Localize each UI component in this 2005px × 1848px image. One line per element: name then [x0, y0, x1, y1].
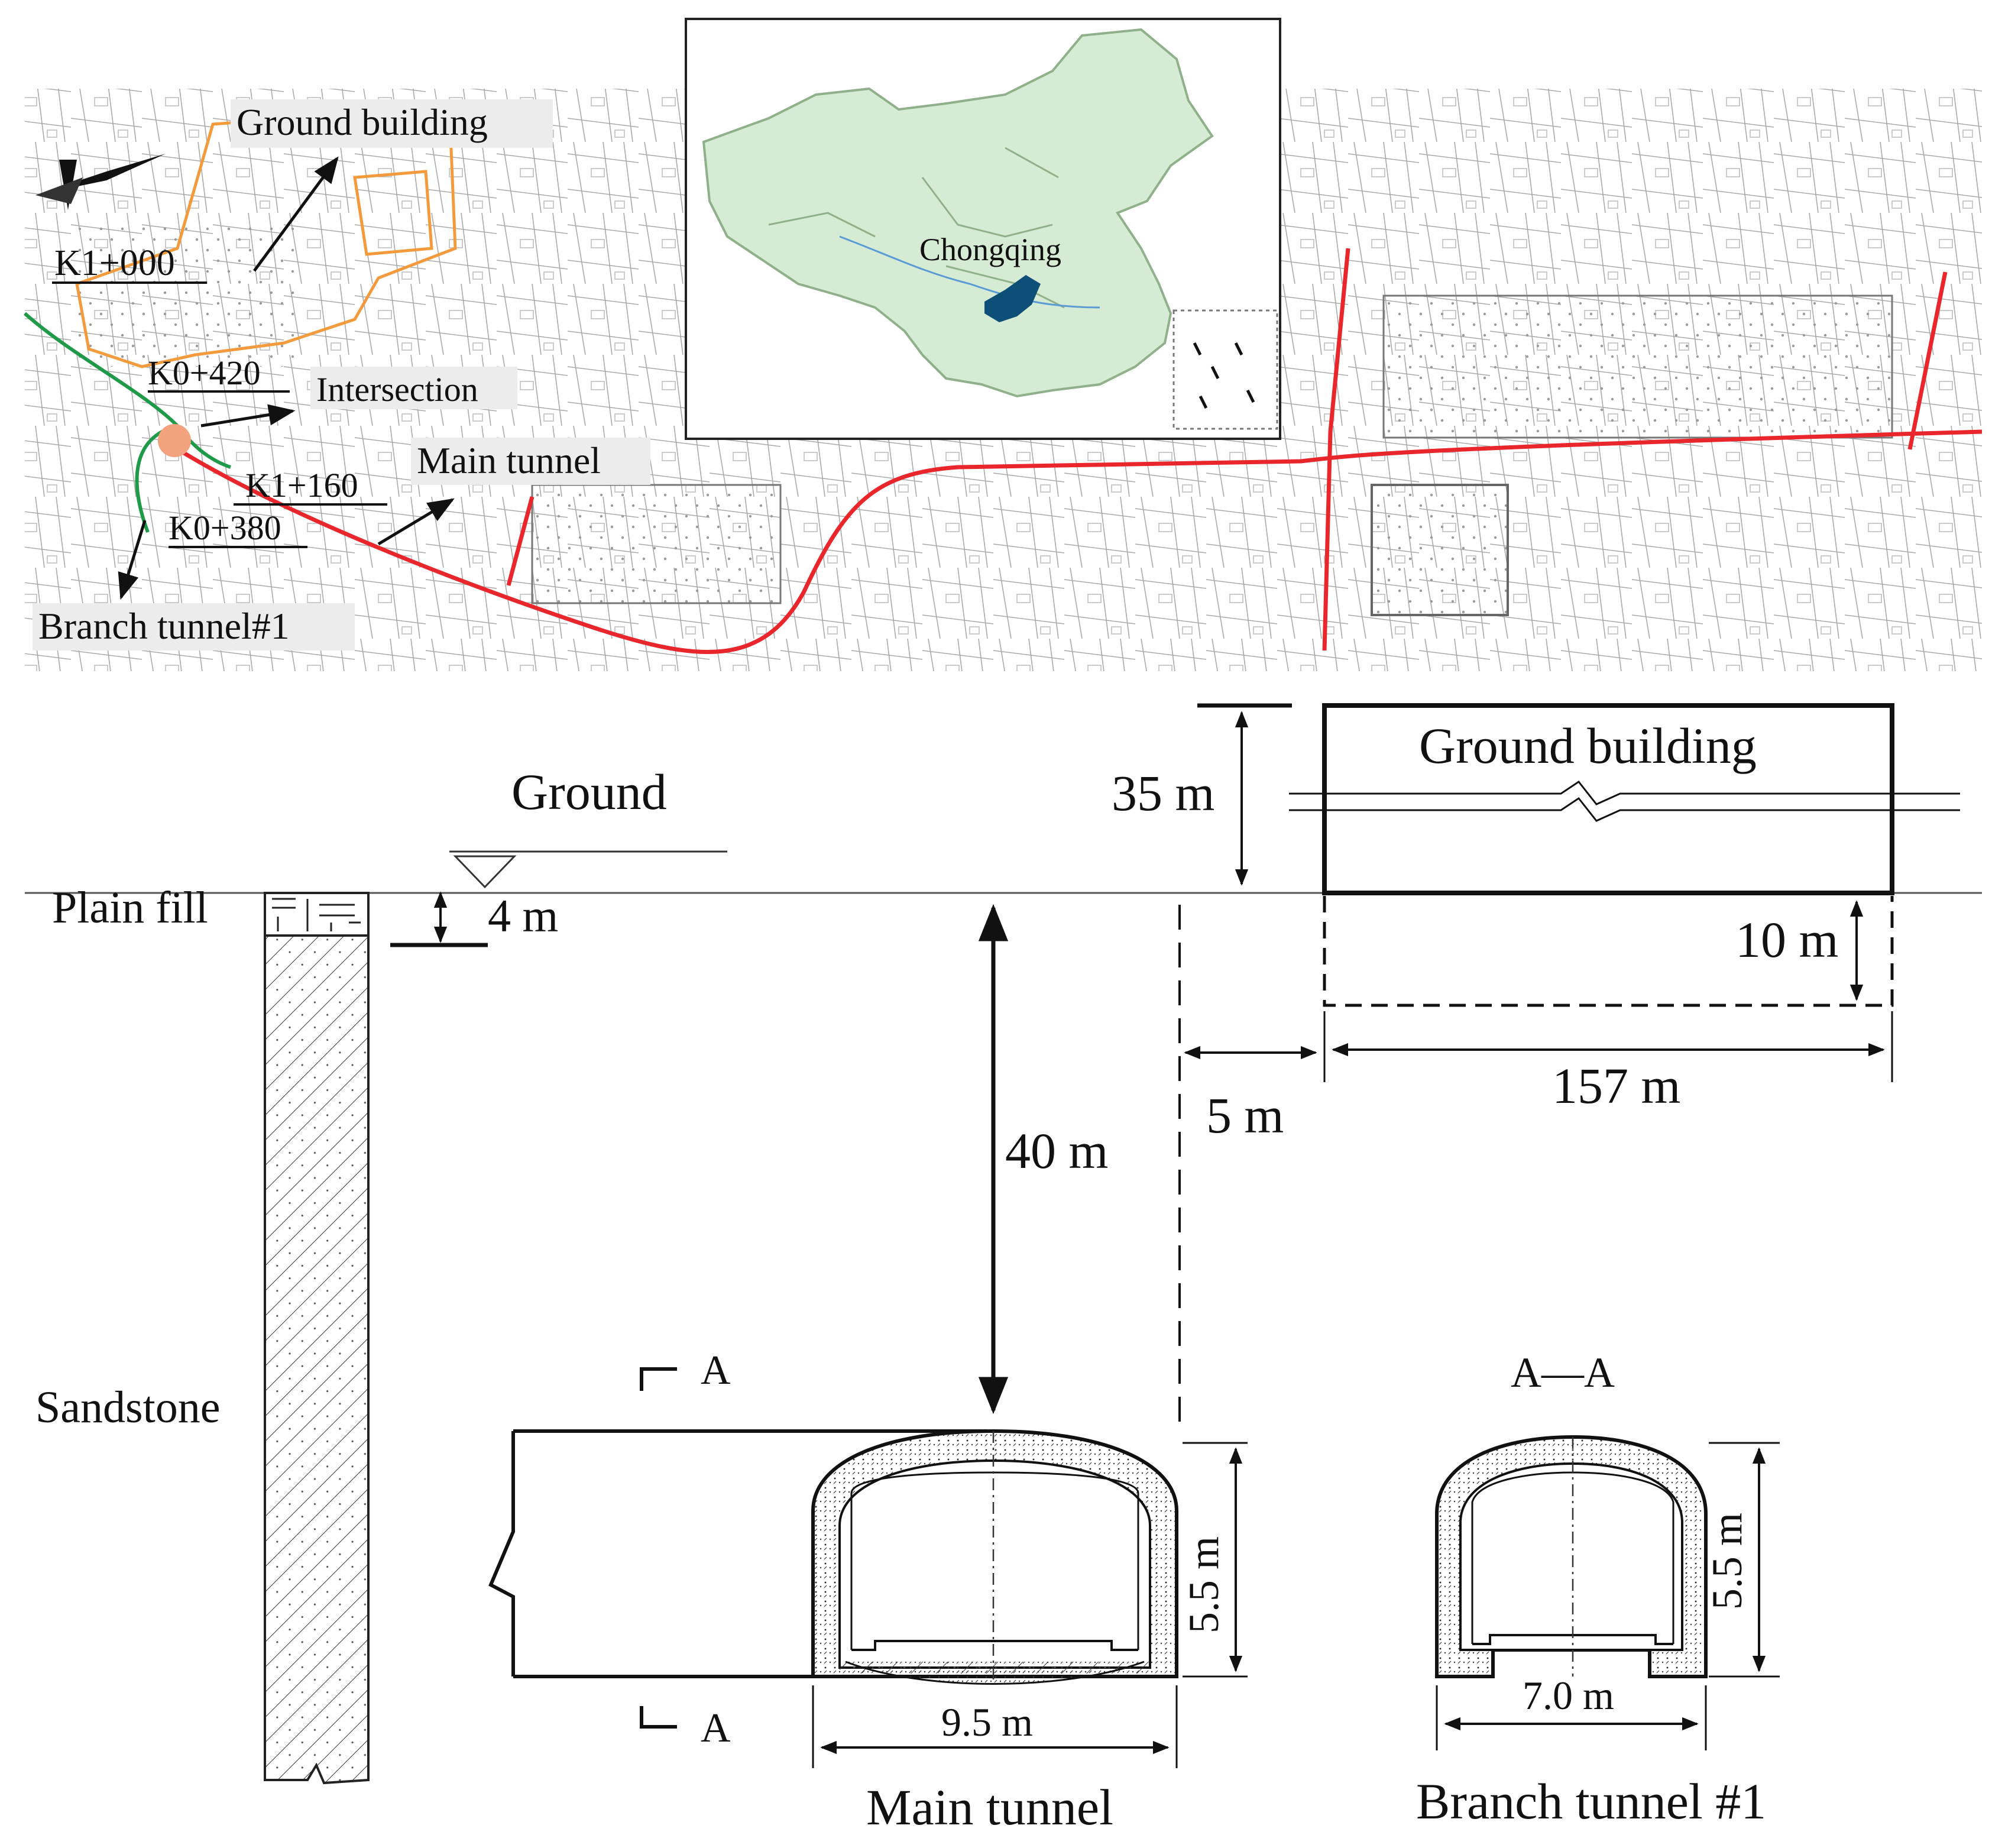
map-label-main-tunnel: Main tunnel: [417, 439, 601, 481]
soil-column: [264, 892, 370, 1785]
dim-fill-depth: 4 m: [488, 890, 558, 941]
section-label-ground: Ground: [511, 763, 667, 820]
section-mark-top: A: [701, 1348, 731, 1393]
cross-section: Ground Plain fill Sandstone 4 m Ground b…: [25, 703, 1982, 1836]
map-label-branch-tunnel: Branch tunnel#1: [38, 605, 290, 647]
dim-branch-width: 7.0 m: [1523, 1673, 1614, 1718]
section-label-branch-tunnel: Branch tunnel #1: [1416, 1773, 1766, 1830]
dim-offset: 5 m: [1206, 1087, 1284, 1144]
site-map: Ground building K1+000 K0+420 Intersecti…: [23, 18, 1983, 671]
chongqing-region: [984, 275, 1041, 322]
dim-building-height: 35 m: [1112, 765, 1214, 821]
map-ground-building-outline: [75, 105, 457, 368]
map-label-k1-000: K1+000: [54, 243, 175, 283]
map-label-ground-building: Ground building: [237, 101, 488, 143]
branch-tunnel-section: [1435, 1435, 1708, 1678]
building-foundation: [1323, 896, 1894, 1007]
dim-main-height: 5.5 m: [1180, 1536, 1227, 1633]
map-label-intersection: Intersection: [316, 370, 478, 409]
map-label-k1-160: K1+160: [245, 466, 358, 504]
main-tunnel-section: [488, 1429, 1178, 1685]
section-mark-bottom: A: [701, 1705, 731, 1751]
map-intersection-marker: [158, 424, 191, 457]
section-label-ground-building: Ground building: [1419, 717, 1757, 774]
north-arrow-icon: [35, 154, 166, 210]
ground-marker-icon: [453, 855, 517, 889]
section-label-plain-fill: Plain fill: [52, 883, 208, 933]
section-label-sandstone: Sandstone: [35, 1383, 220, 1432]
dim-main-width: 9.5 m: [941, 1700, 1033, 1745]
map-label-k0-420: K0+420: [148, 354, 261, 392]
dim-cover-depth: 40 m: [1005, 1122, 1108, 1179]
dim-building-length: 157 m: [1552, 1057, 1680, 1114]
map-label-k0-380: K0+380: [169, 509, 281, 547]
map-main-tunnel-route: [158, 429, 1983, 654]
china-outline: [702, 28, 1214, 398]
dim-foundation-depth: 10 m: [1735, 911, 1838, 968]
dim-branch-height: 5.5 m: [1703, 1513, 1751, 1610]
map-cross-routes: [506, 248, 1948, 651]
section-label-main-tunnel: Main tunnel: [866, 1779, 1113, 1836]
inset-label-chongqing: Chongqing: [919, 232, 1061, 267]
inset-china-map: Chongqing: [685, 18, 1281, 440]
section-title-a-a: A—A: [1511, 1349, 1615, 1396]
